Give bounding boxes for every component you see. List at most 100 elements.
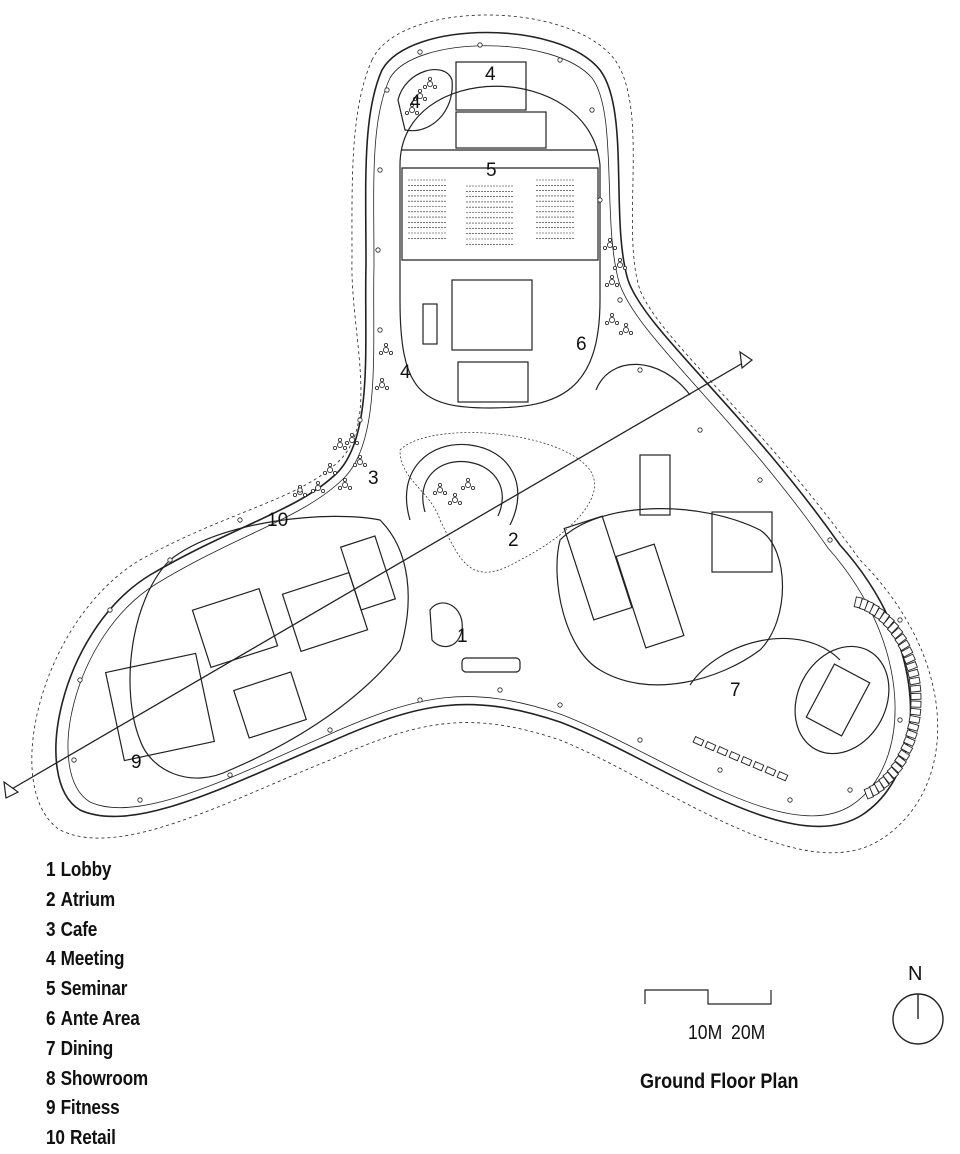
column bbox=[417, 49, 423, 55]
chair bbox=[378, 350, 383, 355]
bench bbox=[692, 736, 705, 747]
west-core-3 bbox=[232, 671, 308, 739]
column bbox=[377, 327, 383, 333]
column bbox=[357, 417, 363, 423]
chair bbox=[427, 77, 432, 82]
fitness-room bbox=[104, 652, 216, 762]
north-label: N bbox=[908, 963, 923, 985]
bench bbox=[903, 653, 916, 665]
chair bbox=[384, 385, 389, 390]
chair bbox=[460, 485, 465, 490]
chair bbox=[310, 488, 315, 493]
column bbox=[497, 687, 503, 693]
table bbox=[314, 484, 321, 491]
chair bbox=[349, 432, 354, 437]
bench bbox=[905, 661, 918, 672]
bench bbox=[764, 766, 777, 777]
column bbox=[597, 197, 603, 203]
column bbox=[417, 697, 423, 703]
spiral-stair-inner bbox=[422, 460, 503, 517]
label-ante-area: 6 bbox=[576, 334, 587, 355]
chair bbox=[322, 470, 327, 475]
chair bbox=[422, 97, 427, 102]
table bbox=[326, 466, 333, 473]
east-core-3 bbox=[711, 511, 773, 573]
chair bbox=[315, 480, 320, 485]
column bbox=[384, 87, 390, 93]
chair bbox=[332, 445, 337, 450]
chair bbox=[615, 320, 620, 325]
west-wing bbox=[129, 515, 409, 779]
table bbox=[378, 381, 385, 388]
label-meeting-top-left: 4 bbox=[410, 92, 421, 113]
column bbox=[167, 557, 173, 563]
column bbox=[589, 107, 595, 113]
scale-label-20: 20M bbox=[731, 1022, 766, 1044]
chair bbox=[337, 485, 342, 490]
column bbox=[847, 787, 853, 793]
bench bbox=[907, 722, 920, 732]
bench bbox=[886, 766, 900, 780]
north-arrow-icon bbox=[892, 993, 944, 1045]
label-dining: 7 bbox=[730, 680, 741, 701]
chair bbox=[342, 477, 347, 482]
table bbox=[436, 486, 443, 493]
column bbox=[477, 42, 483, 48]
column bbox=[757, 477, 763, 483]
bench bbox=[907, 668, 920, 679]
bench bbox=[897, 639, 911, 652]
stair-center bbox=[457, 361, 529, 403]
chair bbox=[388, 350, 393, 355]
column bbox=[107, 607, 113, 613]
bench bbox=[716, 746, 729, 757]
chair bbox=[457, 500, 462, 505]
table bbox=[336, 441, 343, 448]
bench bbox=[776, 771, 789, 782]
bench bbox=[897, 749, 911, 761]
table bbox=[451, 496, 458, 503]
table bbox=[408, 107, 415, 114]
site-boundary bbox=[31, 14, 938, 854]
column bbox=[327, 727, 333, 733]
showroom-display bbox=[805, 663, 871, 737]
chair bbox=[437, 482, 442, 487]
chair bbox=[342, 445, 347, 450]
east-core-1 bbox=[563, 515, 633, 621]
bench bbox=[878, 611, 891, 625]
column bbox=[557, 57, 563, 63]
table-clusters bbox=[71, 42, 903, 803]
bench bbox=[902, 736, 916, 747]
label-lobby: 1 bbox=[457, 626, 468, 647]
bench bbox=[894, 633, 908, 646]
table bbox=[356, 458, 363, 465]
label-cafe: 3 bbox=[368, 468, 379, 489]
chair bbox=[292, 492, 297, 497]
bench bbox=[908, 714, 921, 724]
bench bbox=[728, 751, 741, 762]
bench bbox=[894, 755, 907, 768]
dining-arc bbox=[689, 637, 841, 686]
west-core-1 bbox=[281, 571, 369, 653]
chair bbox=[422, 85, 427, 90]
showroom-oval bbox=[794, 645, 890, 755]
west-stair bbox=[339, 535, 397, 611]
chair bbox=[624, 322, 629, 327]
column bbox=[637, 367, 643, 373]
core-center bbox=[451, 279, 533, 351]
east-core-2 bbox=[615, 543, 685, 649]
chair bbox=[442, 490, 447, 495]
chair bbox=[623, 265, 628, 270]
bench bbox=[752, 761, 765, 772]
seminar-seating bbox=[408, 179, 574, 245]
lobby-desk bbox=[461, 657, 521, 673]
meeting-room-oval bbox=[397, 69, 453, 132]
bench bbox=[909, 707, 922, 716]
label-retail: 10 bbox=[267, 510, 288, 531]
spiral-stair bbox=[405, 443, 519, 526]
